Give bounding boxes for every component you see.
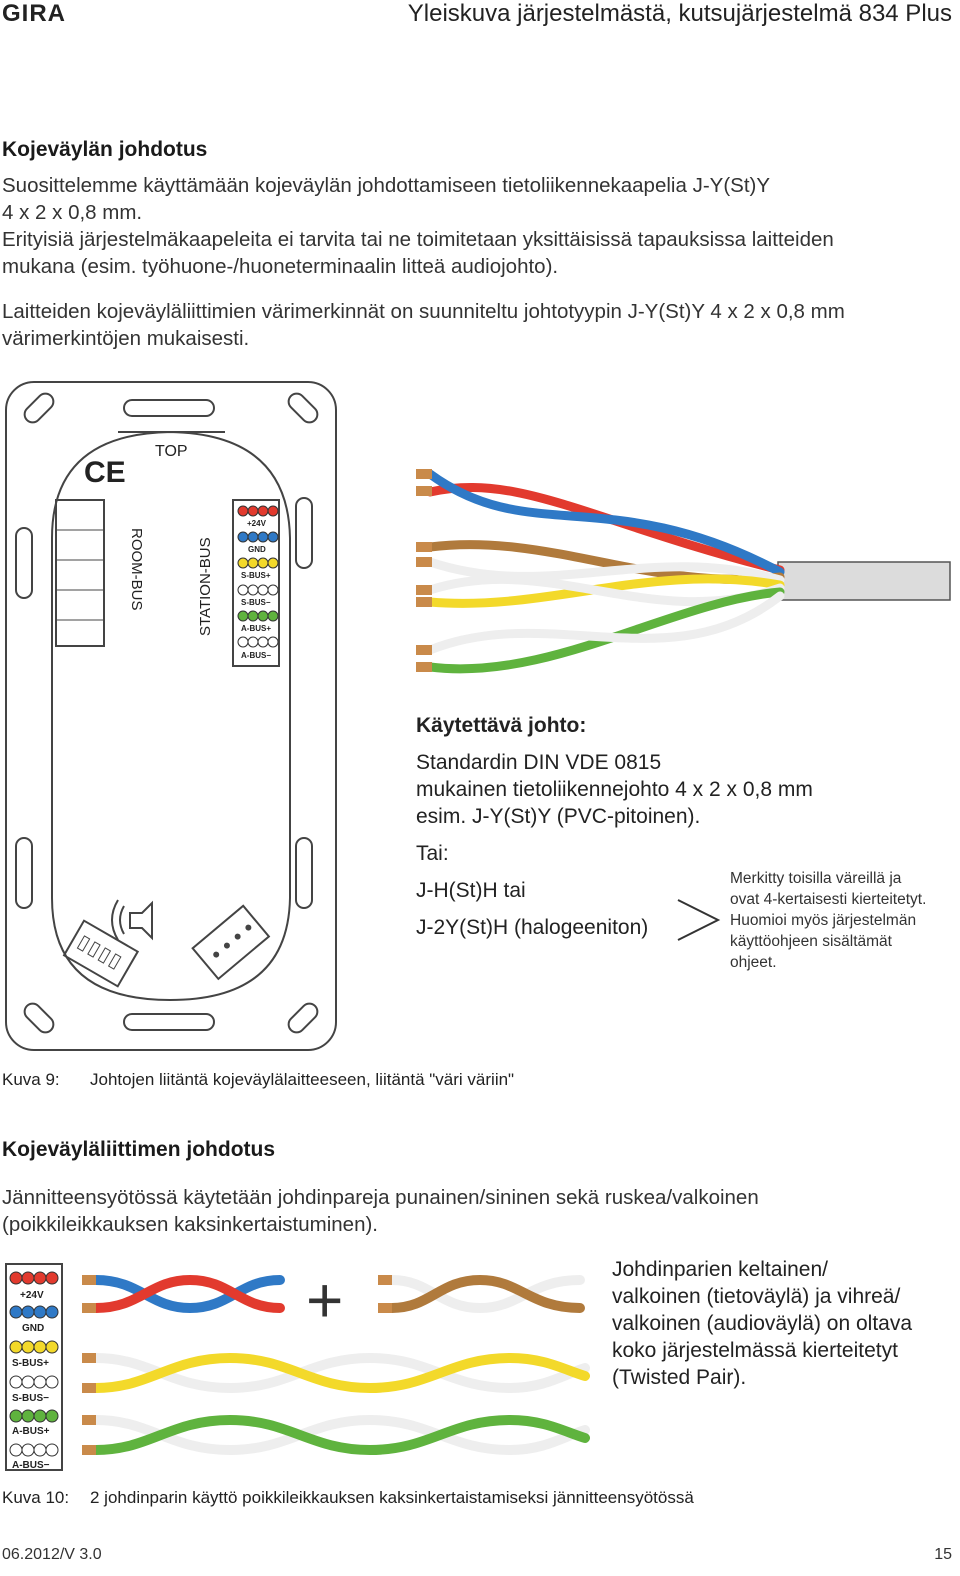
terminal-label: S-BUS−: [12, 1393, 49, 1404]
figure10-caption: Kuva 10: 2 johdinparin käyttö poikkileikk…: [2, 1488, 694, 1508]
note-line: Merkitty toisilla väreillä ja: [730, 870, 902, 887]
cable-alt-1: J-H(St)H tai: [416, 879, 526, 902]
caption-number: Kuva 10:: [2, 1488, 70, 1507]
terminal-label: S-BUS−: [241, 598, 271, 607]
twisted-pair-diagram: +24V GND S-BUS+ S-BUS− A-BUS+ A-BUS− +: [5, 1263, 590, 1471]
page-number: 15: [934, 1546, 952, 1563]
text-line: 4 x 2 x 0,8 mm.: [2, 201, 143, 224]
text-line: valkoinen (tietoväylä) ja vihreä/: [612, 1285, 901, 1308]
note-line: käyttöohjeen sisältämät: [730, 933, 892, 950]
brand-logo: GIRA: [2, 0, 66, 27]
terminal-label: A-BUS+: [241, 624, 271, 633]
cable-spec: Käytettävä johto: Standardin DIN VDE 081…: [416, 712, 886, 941]
section1-paragraph-1: Suosittelemme käyttämään kojeväylän johd…: [2, 172, 957, 280]
caption-text: Johtojen liitäntä kojeväylälaitteeseen, …: [90, 1070, 515, 1089]
text-line: Suosittelemme käyttämään kojeväylän johd…: [2, 174, 771, 197]
page-title: Yleiskuva järjestelmästä, kutsujärjestel…: [407, 0, 952, 27]
terminal-label: S-BUS+: [12, 1358, 49, 1369]
caption-text: 2 johdinparin käyttö poikkileikkauksen k…: [90, 1488, 694, 1507]
twisted-pair-note: Johdinparien keltainen/ valkoinen (tieto…: [612, 1256, 957, 1391]
terminal-label: +24V: [20, 1290, 44, 1301]
section2-paragraph: Jännitteensyötössä käytetään johdinparej…: [2, 1184, 957, 1238]
terminal-label: GND: [22, 1323, 44, 1334]
text-line: koko järjestelmässä kierteitetyt: [612, 1339, 898, 1362]
station-bus-label: STATION-BUS: [197, 537, 214, 636]
terminal-label: GND: [248, 545, 266, 554]
room-bus-label: ROOM-BUS: [128, 528, 145, 611]
text-line: Erityisiä järjestelmäkaapeleita ei tarvi…: [2, 228, 834, 251]
section1-paragraph-2: Laitteiden kojeväyläliittimien värimerki…: [2, 298, 957, 352]
text-line: Johdinparien keltainen/: [612, 1258, 828, 1281]
terminal-label: A-BUS−: [12, 1460, 50, 1471]
cable-spec-heading: Käytettävä johto:: [416, 714, 587, 737]
section-heading-liitin: Kojeväyläliittimen johdotus: [2, 1138, 276, 1161]
speaker-icon: [111, 899, 153, 941]
terminal-label: S-BUS+: [241, 571, 271, 580]
note-line: ovat 4-kertaisesti kierteitetyt.: [730, 891, 927, 908]
device-diagram: CE TOP ROOM-BUS STATION-BUS +24V GND S-B…: [5, 381, 337, 1051]
text-line: (poikkileikkauksen kaksinkertaistuminen)…: [2, 1213, 378, 1236]
bracket-icon: [677, 899, 721, 941]
figure9-caption: Kuva 9: Johtojen liitäntä kojeväylälaitte…: [2, 1070, 514, 1090]
terminal-label: A-BUS+: [12, 1426, 50, 1437]
ce-mark-icon: CE: [84, 456, 126, 489]
plus-icon: +: [306, 1264, 343, 1336]
top-label: TOP: [155, 443, 188, 460]
text-line: Laitteiden kojeväyläliittimien värimerki…: [2, 300, 845, 323]
note-line: ohjeet.: [730, 954, 777, 971]
terminal-label: A-BUS−: [241, 651, 271, 660]
text-line: valkoinen (audioväylä) on oltava: [612, 1312, 913, 1335]
cable-spec-line: Standardin DIN VDE 0815: [416, 751, 662, 774]
cable-illustration: [416, 469, 951, 674]
section-heading-kojevayla: Kojeväylän johdotus: [2, 138, 208, 161]
cable-spec-or: Tai:: [416, 842, 449, 865]
terminal-label: +24V: [247, 519, 267, 528]
text-line: Jännitteensyötössä käytetään johdinparej…: [2, 1186, 759, 1209]
note-line: Huomioi myös järjestelmän: [730, 912, 917, 929]
text-line: mukana (esim. työhuone-/huoneterminaalin…: [2, 255, 559, 278]
cable-alt-2: J-2Y(St)H (halogeeniton): [416, 916, 649, 939]
caption-number: Kuva 9:: [2, 1070, 60, 1089]
cable-spec-line: mukainen tietoliikennejohto 4 x 2 x 0,8 …: [416, 778, 813, 801]
text-line: (Twisted Pair).: [612, 1366, 747, 1389]
cable-note: Merkitty toisilla väreillä ja ovat 4-ker…: [730, 868, 955, 973]
cable-spec-line: esim. J-Y(St)Y (PVC-pitoinen).: [416, 805, 701, 828]
document-version: 06.2012/V 3.0: [2, 1546, 102, 1563]
cable-jacket: [777, 561, 951, 601]
text-line: värimerkintöjen mukaisesti.: [2, 327, 250, 350]
